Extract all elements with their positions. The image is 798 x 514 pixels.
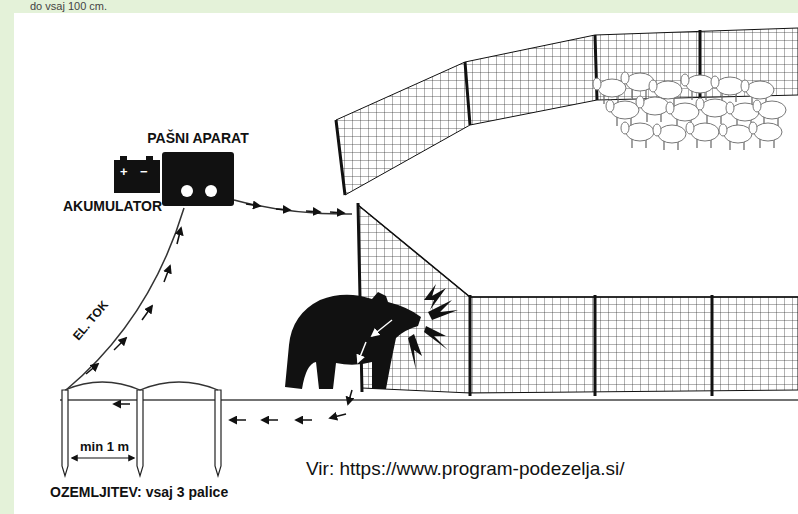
sheep — [636, 96, 669, 122]
sheep — [606, 100, 639, 126]
battery-symbol — [112, 156, 162, 194]
body-current-arrows — [354, 320, 392, 384]
sheep — [653, 124, 686, 150]
sheep — [719, 124, 752, 150]
distance-dimension — [72, 458, 134, 459]
sheep — [696, 98, 729, 124]
sheep — [711, 76, 744, 102]
ground-wire — [66, 208, 184, 390]
current-arrows — [246, 204, 344, 213]
shock-sparks — [408, 284, 458, 370]
ground-rods — [62, 382, 221, 476]
bear — [285, 292, 421, 389]
energizer-box — [161, 151, 235, 207]
terminal-sign: − — [140, 164, 148, 179]
sheep — [666, 102, 699, 128]
node-label: PAŠNI APARAT — [147, 130, 248, 147]
dimension-label: min 1 m — [80, 439, 129, 454]
sheep — [686, 122, 719, 148]
energizer-unit: PAŠNI APARAT — [147, 130, 248, 207]
front-fence — [358, 203, 798, 396]
terminal-sign: + — [120, 164, 128, 179]
sheep — [621, 122, 654, 148]
note-text: do vsaj 100 cm. — [30, 0, 107, 12]
grounding-note: OZEMLJITEV: vsaj 3 palice — [50, 484, 228, 500]
live-wire — [234, 200, 352, 214]
white-panel — [14, 13, 798, 514]
sheep — [681, 74, 714, 100]
sheep-flock — [593, 72, 786, 150]
sheep — [749, 122, 782, 148]
sheep — [753, 100, 786, 126]
ground-line — [60, 399, 798, 401]
node-label: AKUMULATOR — [63, 198, 162, 215]
back-fence — [336, 28, 798, 195]
ground-entry-arrow — [348, 390, 352, 404]
source-note: Vir: https://www.program-podezelja.si/ — [306, 458, 625, 480]
return-arrows — [114, 404, 346, 420]
